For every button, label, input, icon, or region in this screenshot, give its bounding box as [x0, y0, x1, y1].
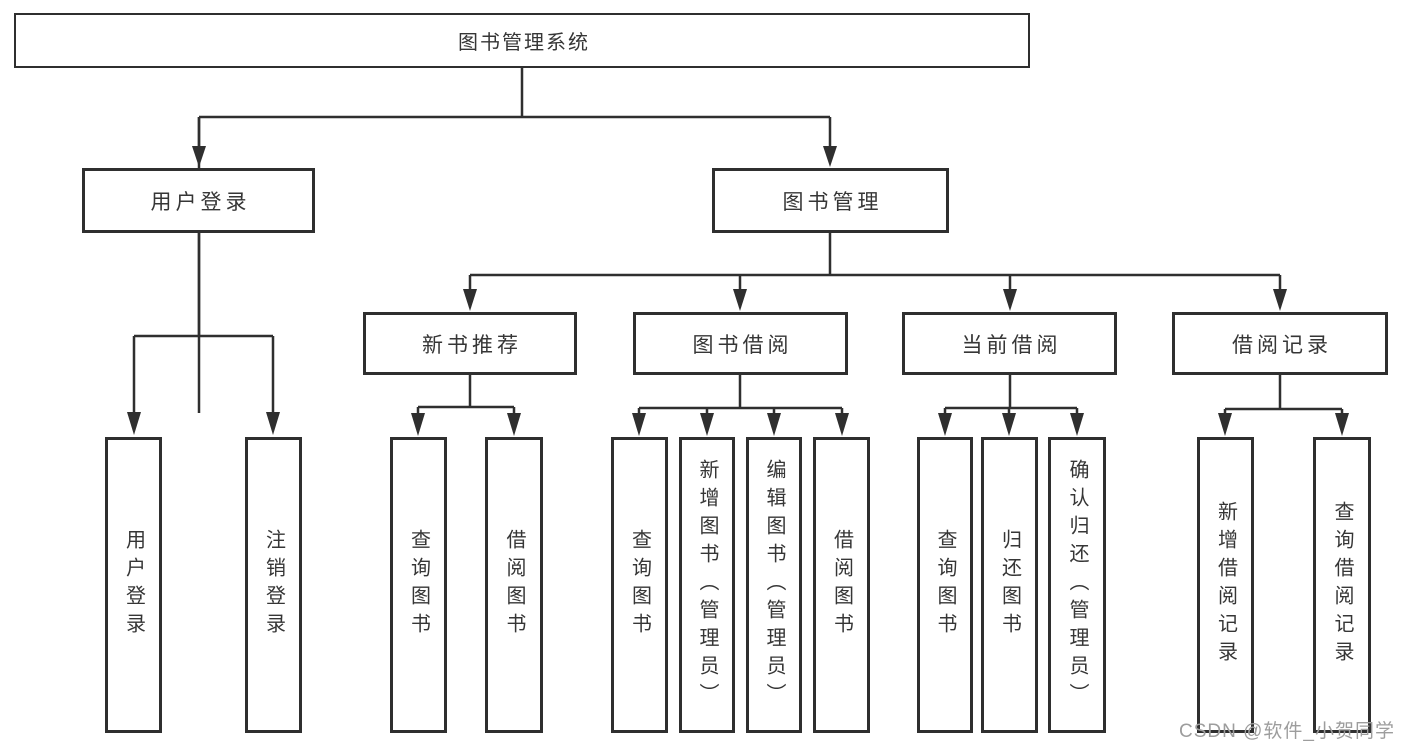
node-label: 图书管理 [782, 190, 883, 214]
leaf-return-books: 归还图书 [981, 437, 1038, 733]
node-new-book-recommend: 新书推荐 [363, 312, 577, 375]
csdn-watermark: CSDN @软件_小贺同学 [1179, 721, 1395, 742]
leaf-query-borrow-record: 查询借阅记录 [1313, 437, 1371, 733]
node-label: 查询图书 [934, 529, 956, 641]
node-label: 图书管理系统 [458, 32, 590, 54]
node-current-borrowing: 当前借阅 [902, 312, 1117, 375]
connector-new-book-rec-children [411, 375, 521, 436]
connector-current-borrow-children [938, 375, 1084, 436]
node-label: 新书推荐 [422, 333, 522, 357]
connector-book-borrow-children [632, 375, 849, 436]
leaf-confirm-return-admin: 确认归还（管理员） [1048, 437, 1106, 733]
leaf-borrow-books-1: 借阅图书 [485, 437, 543, 733]
node-label: 新增图书（管理员） [696, 459, 718, 711]
node-user-login: 用户登录 [82, 168, 315, 233]
leaf-logout: 注销登录 [245, 437, 302, 733]
leaf-add-books-admin: 新增图书（管理员） [679, 437, 735, 733]
leaf-query-books-1: 查询图书 [390, 437, 447, 733]
node-label: 用户登录 [122, 529, 145, 641]
connector-book-mgmt-children [463, 233, 1287, 311]
node-label: 查询借阅记录 [1331, 501, 1353, 669]
leaf-borrow-books-2: 借阅图书 [813, 437, 870, 733]
node-label: 查询图书 [407, 529, 430, 641]
node-label: 注销登录 [262, 529, 285, 641]
node-label: 图书借阅 [692, 333, 793, 357]
leaf-edit-books-admin: 编辑图书（管理员） [746, 437, 802, 733]
node-label: 借阅图书 [830, 529, 853, 641]
connector-root-to-level2 [192, 68, 837, 413]
node-label: 归还图书 [998, 529, 1021, 641]
node-label: 查询图书 [628, 529, 651, 641]
node-label: 新增借阅记录 [1214, 501, 1237, 669]
leaf-user-login: 用户登录 [105, 437, 162, 733]
node-library-management-system: 图书管理系统 [14, 13, 1030, 68]
node-label: 用户登录 [150, 190, 251, 214]
leaf-query-books-2: 查询图书 [611, 437, 668, 733]
node-label: 确认归还（管理员） [1066, 459, 1088, 711]
leaf-add-borrow-record: 新增借阅记录 [1197, 437, 1254, 733]
node-book-management: 图书管理 [712, 168, 949, 233]
node-label: 编辑图书（管理员） [763, 459, 785, 711]
node-label: 当前借阅 [961, 333, 1062, 357]
node-label: 借阅记录 [1232, 333, 1332, 357]
node-book-borrowing: 图书借阅 [633, 312, 848, 375]
node-label: 借阅图书 [503, 529, 525, 641]
leaf-query-books-3: 查询图书 [917, 437, 973, 733]
connector-user-login-children [127, 233, 280, 435]
node-borrow-records: 借阅记录 [1172, 312, 1388, 375]
connector-borrow-record-children [1218, 375, 1349, 436]
